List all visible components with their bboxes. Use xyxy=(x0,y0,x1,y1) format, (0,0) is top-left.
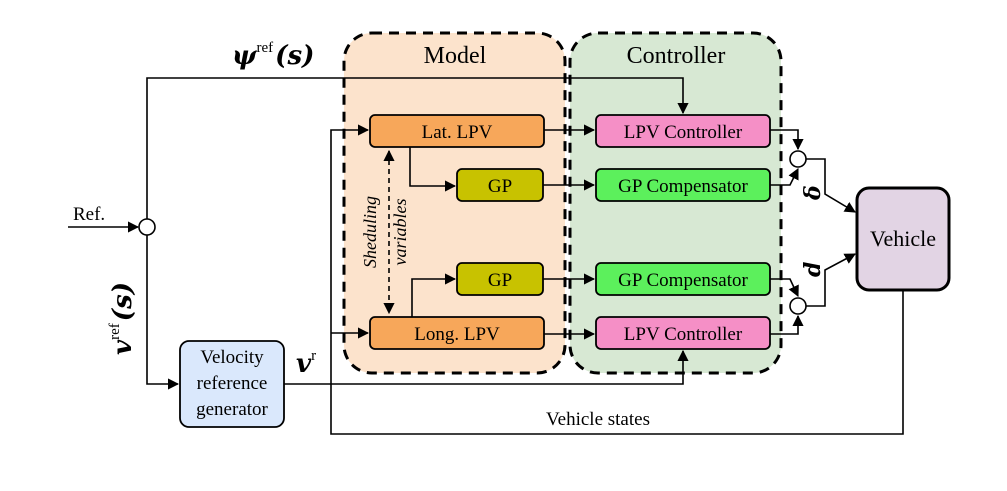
long-lpv-label: Long. LPV xyxy=(414,324,500,345)
delta-junction xyxy=(789,150,807,168)
lpv-controller-bottom-label: LPV Controller xyxy=(624,324,743,345)
long-lpv-block xyxy=(369,316,545,350)
lpv-controller-top-block xyxy=(595,114,771,148)
vehicle-label: Vehicle xyxy=(870,226,936,251)
v-ref-line xyxy=(146,235,180,390)
lat-lpv-block xyxy=(369,114,545,148)
lat-lpv-to-gp xyxy=(409,147,457,192)
d-to-vehicle xyxy=(806,253,856,307)
gp-comp-bottom-to-junction xyxy=(770,278,799,298)
vehicle-states-feedback xyxy=(330,124,904,435)
controller-title: Controller xyxy=(627,43,726,69)
delta-to-vehicle xyxy=(806,158,856,213)
ref-junction xyxy=(138,218,156,236)
gp-comp-top-to-junction xyxy=(770,167,799,186)
velocity-generator-line-2: reference xyxy=(197,373,268,394)
lpv-top-to-junction xyxy=(770,129,804,151)
ref-label: Ref. xyxy=(73,204,105,225)
d-junction xyxy=(789,297,807,315)
model-title: Model xyxy=(424,43,487,69)
psi-ref-label: ψref(s) xyxy=(232,40,314,71)
scheduling-label-line-2: variables xyxy=(390,199,410,266)
velocity-generator-line-1: Velocity xyxy=(200,347,264,368)
long-lpv-to-gp xyxy=(411,273,457,317)
d-label: d xyxy=(800,262,826,277)
lpv-controller-top-label: LPV Controller xyxy=(624,122,743,143)
gp-bottom-label: GP xyxy=(488,270,512,291)
delta-label: δ xyxy=(800,185,826,201)
velocity-generator-line-3: generator xyxy=(196,399,268,420)
psi-ref-line xyxy=(146,77,689,219)
gp-top-label: GP xyxy=(488,176,512,197)
v-ref-label: vref(s) xyxy=(107,282,138,355)
gp-compensator-top-label: GP Compensator xyxy=(618,176,748,197)
gp-compensator-bottom-label: GP Compensator xyxy=(618,270,748,291)
vehicle-states-label: Vehicle states xyxy=(546,409,650,430)
lpv-controller-bottom-block xyxy=(595,316,771,350)
lpv-bottom-to-junction xyxy=(770,314,804,335)
scheduling-label-line-1: Sheduling xyxy=(360,196,380,268)
lat-lpv-label: Lat. LPV xyxy=(422,122,493,143)
vr-line xyxy=(284,349,689,385)
vr-label: vr xyxy=(296,348,316,379)
